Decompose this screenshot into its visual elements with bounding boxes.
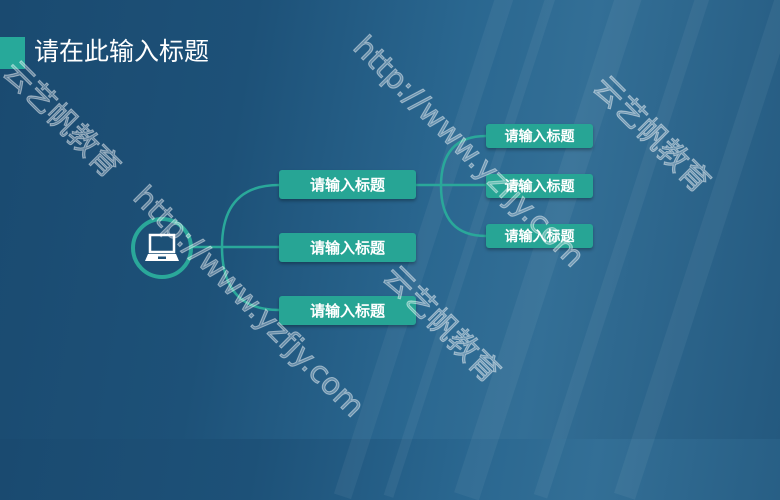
main-node-1: 请输入标题 <box>279 170 416 199</box>
slide-title: 请在此输入标题 <box>34 37 210 66</box>
center-node <box>131 217 193 279</box>
main-node-3: 请输入标题 <box>279 296 416 325</box>
sub-node-2: 请输入标题 <box>486 174 593 198</box>
main-node-2: 请输入标题 <box>279 233 416 262</box>
title-accent-bar <box>0 37 25 69</box>
sub-node-1: 请输入标题 <box>486 124 593 148</box>
sub-node-3: 请输入标题 <box>486 224 593 248</box>
connector-lines <box>189 134 487 312</box>
laptop-icon <box>145 233 179 261</box>
